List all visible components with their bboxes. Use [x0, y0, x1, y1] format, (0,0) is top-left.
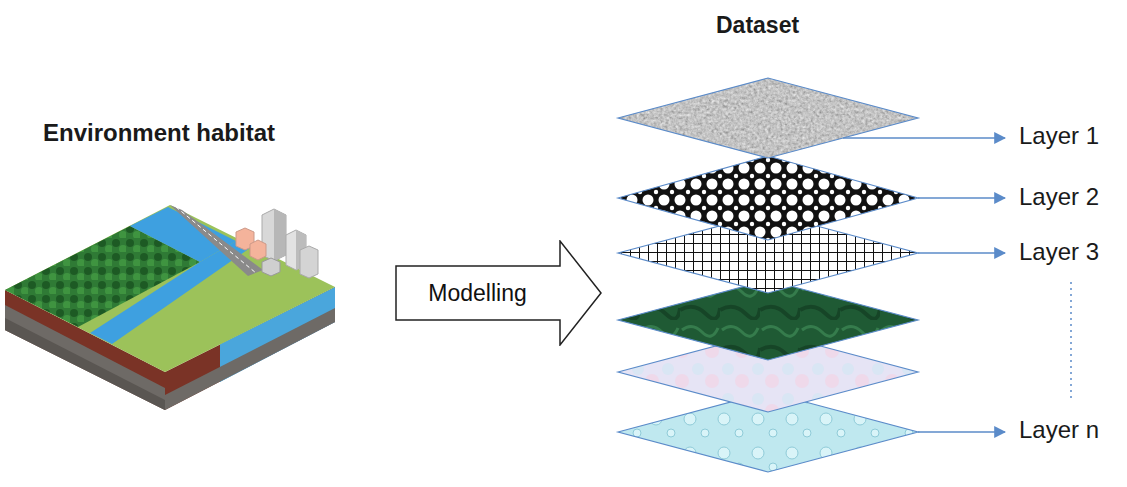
habitat-illustration — [5, 205, 335, 410]
layer-label: Layer 3 — [1019, 238, 1099, 266]
leader-arrow — [843, 138, 1071, 432]
modelling-arrow: Modelling — [395, 240, 602, 346]
layer-label: Layer 2 — [1019, 183, 1099, 211]
node-text: Modelling — [428, 280, 526, 307]
arrow-shape — [396, 241, 601, 345]
layer-label: Layer 1 — [1019, 122, 1099, 150]
layer-label: Layer n — [1019, 416, 1099, 444]
dataset-title: Dataset — [716, 12, 799, 38]
dataset-layers — [618, 78, 918, 472]
illustration-title: Environment habitat — [43, 119, 275, 147]
